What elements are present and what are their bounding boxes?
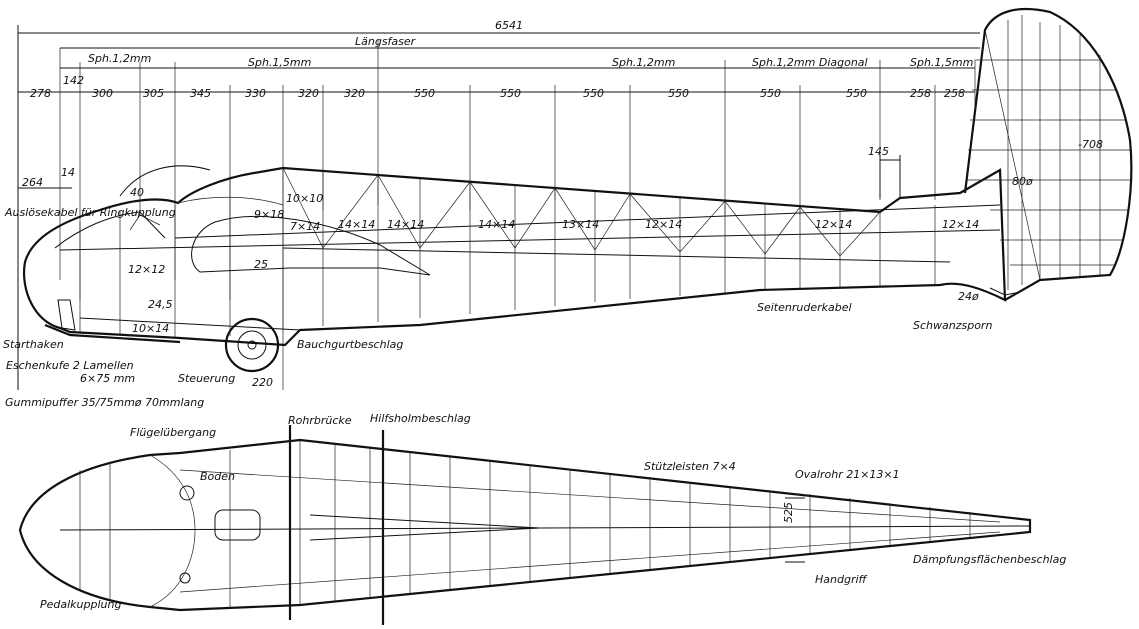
- skin-segment: Sph.1,2mm: [88, 52, 151, 65]
- section-dim: 12×14: [645, 218, 682, 231]
- section-dim: 10×10: [286, 192, 323, 205]
- label-handle: Handgriff: [815, 573, 868, 586]
- section-dim: 12×14: [942, 218, 979, 231]
- label-skid: Eschenkufe 2 Lamellen: [6, 359, 134, 372]
- landing-wheel: [224, 317, 280, 373]
- label-release-cable: Auslösekabel für Ringkupplung: [4, 206, 176, 219]
- fin-ribs: [966, 15, 1130, 290]
- dim-80: 80ø: [1012, 175, 1033, 188]
- tail-fin: [963, 8, 1133, 301]
- section-dim: 10×14: [132, 322, 169, 335]
- section-dim: 14×14: [387, 218, 424, 231]
- station-dim: 550: [760, 87, 781, 100]
- dim-708: -708: [1078, 138, 1103, 151]
- plan-texts: Flügelübergang Rohrbrücke Hilfsholmbesch…: [40, 412, 1066, 611]
- station-dim: 300: [92, 87, 113, 100]
- section-dim: 12×14: [815, 218, 852, 231]
- station-dim: 278: [30, 87, 51, 100]
- label-belly-fitting: Bauchgurtbeschlag: [297, 338, 403, 351]
- fuselage-side-outline: [22, 166, 1007, 347]
- label-start-hook: Starthaken: [3, 338, 64, 351]
- section-dim: 14×14: [478, 218, 515, 231]
- station-dim: 142: [63, 74, 84, 87]
- skin-segment: Sph.1,2mm: [612, 56, 675, 69]
- dim-25: 25: [254, 258, 268, 271]
- station-dim: 258: [910, 87, 931, 100]
- label-525: 525: [782, 502, 795, 523]
- label-rubber-buffer: Gummipuffer 35/75mmø 70mmlang: [5, 396, 204, 409]
- station-dim: 550: [668, 87, 689, 100]
- section-dim: 9×18: [254, 208, 284, 221]
- label-stabilizer-fitting: Dämpfungsflächenbeschlag: [913, 553, 1066, 566]
- plan-frames: [79, 440, 971, 608]
- label-wheel: 220: [252, 376, 273, 389]
- section-dim: 7×14: [290, 220, 320, 233]
- skin-segment: Sph.1,2mm Diagonal: [752, 56, 868, 69]
- station-dim: 305: [143, 87, 164, 100]
- skin-segment: Sph.1,5mm: [910, 56, 973, 69]
- station-dim: 550: [500, 87, 521, 100]
- label-pedal-coupling: Pedalkupplung: [40, 598, 121, 611]
- label-rudder-cable: Seitenruderkabel: [757, 301, 852, 314]
- label-skid-size: 6×75 mm: [80, 372, 135, 385]
- station-dim: 550: [583, 87, 604, 100]
- dim-24-5: 24,5: [148, 298, 173, 311]
- label-floor: Boden: [200, 470, 235, 483]
- skin-segment: Sph.1,5mm: [248, 56, 311, 69]
- station-dim: 320: [344, 87, 365, 100]
- station-dim: 330: [245, 87, 266, 100]
- dim-264: 264: [22, 176, 43, 189]
- station-dim: 320: [298, 87, 319, 100]
- label-aux-spar-fitting: Hilfsholmbeschlag: [370, 412, 471, 425]
- dim-145: 145: [868, 145, 889, 158]
- section-dim: 13×14: [562, 218, 599, 231]
- grain-label: Längsfaser: [355, 35, 417, 48]
- label-oval-tube: Ovalrohr 21×13×1: [795, 468, 900, 481]
- side-texts: 264 14 40 145 -708 80ø 25 24,5 24ø 10×10…: [3, 138, 1103, 409]
- label-tube-bridge: Rohrbrücke: [288, 414, 352, 427]
- dimension-texts: 6541 Längsfaser Sph.1,2mm Sph.1,5mm Sph.…: [30, 19, 973, 100]
- label-stringers: Stützleisten 7×4: [644, 460, 736, 473]
- section-dim: 14×14: [338, 218, 375, 231]
- dim-24: 24ø: [958, 290, 979, 303]
- overall-length: 6541: [495, 19, 523, 32]
- station-dim: 550: [414, 87, 435, 100]
- dim-40: 40: [130, 186, 144, 199]
- station-dim: 258: [944, 87, 965, 100]
- station-dim: 550: [846, 87, 867, 100]
- side-view: [22, 8, 1133, 373]
- fuselage-plan-outline: [18, 438, 1032, 612]
- section-dim: 12×12: [128, 263, 165, 276]
- plan-view: [18, 425, 1032, 625]
- label-controls: Steuerung: [178, 372, 235, 385]
- station-dim: 345: [190, 87, 211, 100]
- dim-14: 14: [61, 166, 75, 179]
- label-tail-skid: Schwanzsporn: [913, 319, 992, 332]
- label-wing-transition: Flügelübergang: [130, 426, 216, 439]
